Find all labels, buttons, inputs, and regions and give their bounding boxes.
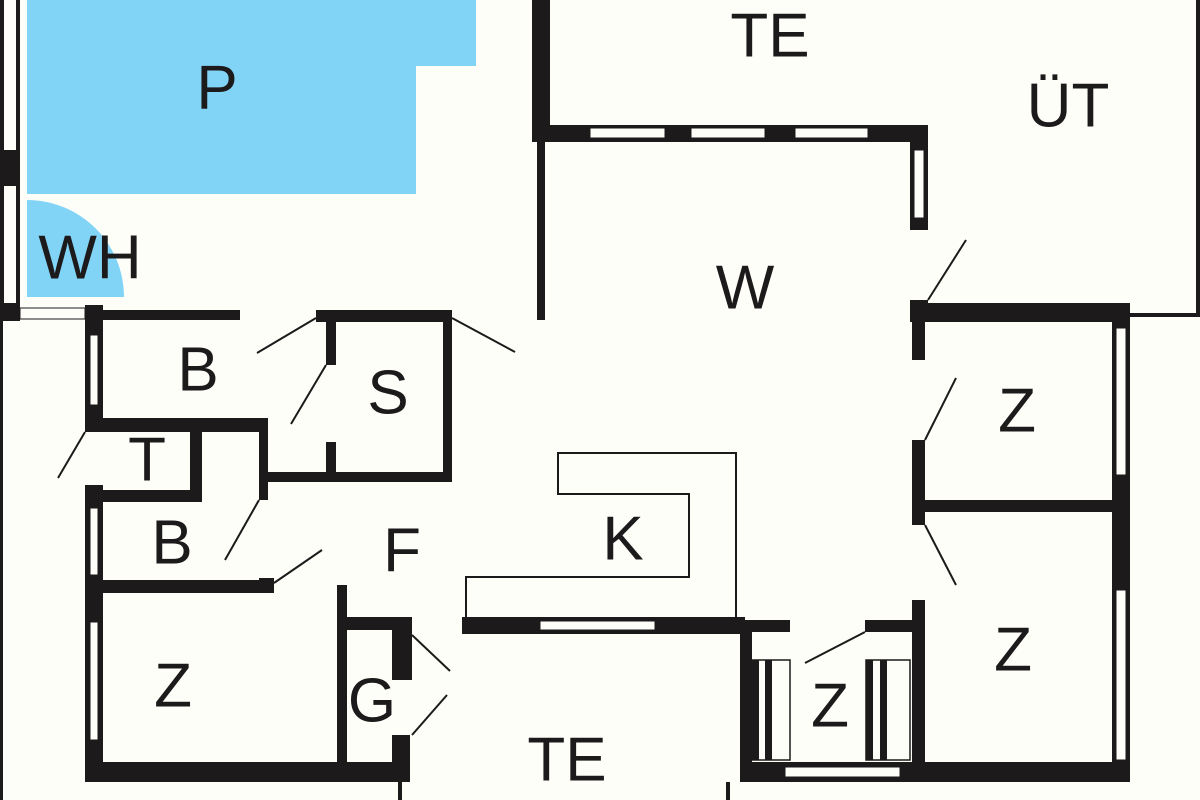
label-bedroom-right-top: Z (998, 376, 1036, 445)
label-kitchen: K (602, 504, 643, 573)
label-living: W (716, 253, 775, 322)
label-terrace-bottom: TE (527, 725, 606, 794)
room-labels: TE ÜT P WH W B S T B F K Z Z Z Z G TE (38, 1, 1109, 794)
label-bedroom-right-bottom: Z (994, 615, 1032, 684)
label-bedroom-bunk: Z (811, 671, 849, 740)
label-terrace-top: TE (730, 1, 809, 70)
whirlpool-area (27, 200, 124, 297)
label-pool: P (196, 53, 237, 122)
door-swings (57, 239, 967, 736)
label-covered-terrace: ÜT (1027, 71, 1110, 140)
label-wardrobe: G (348, 666, 396, 735)
label-hall: F (383, 516, 421, 585)
pool-area (27, 0, 476, 194)
label-bath-top: B (177, 335, 218, 404)
label-toilet: T (128, 425, 166, 494)
label-sauna: S (367, 358, 408, 427)
label-bath-lower: B (151, 508, 192, 577)
label-whirlpool: WH (38, 223, 141, 292)
bunk-beds (751, 659, 911, 761)
kitchen-counter (465, 452, 737, 617)
label-bedroom-left: Z (154, 651, 192, 720)
